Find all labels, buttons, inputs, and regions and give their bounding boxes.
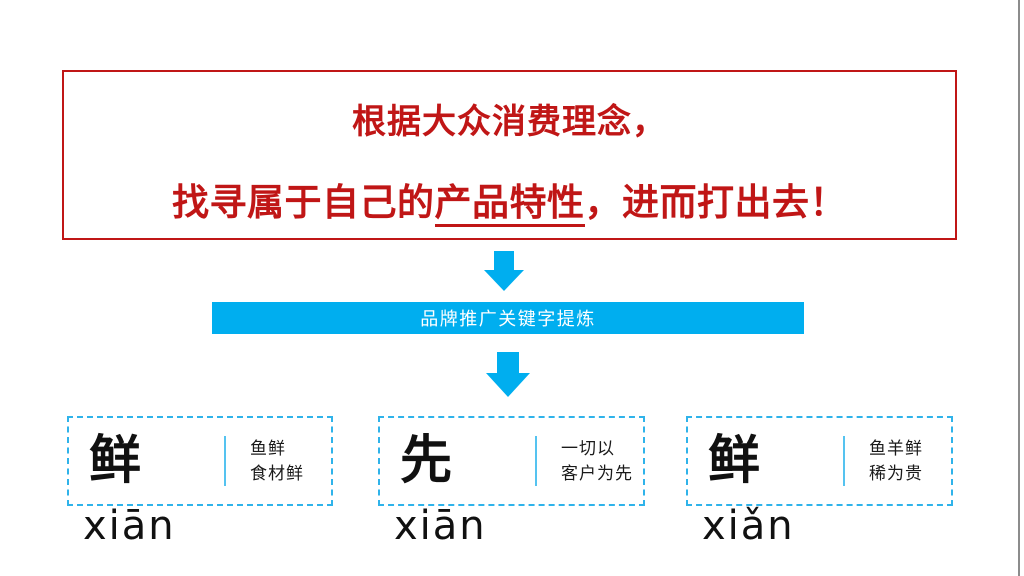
keyword-notes: 一切以 客户为先: [561, 436, 633, 486]
header-box: 根据大众消费理念， 找寻属于自己的产品特性，进而打出去！: [62, 70, 957, 240]
keyword-card-box: 鲜 鱼羊鲜 稀为贵: [686, 416, 953, 506]
keyword-card: 鲜 鱼羊鲜 稀为贵 xiǎn: [686, 416, 953, 548]
slide-right-edge: [1018, 0, 1020, 576]
keyword-character: 鲜: [708, 432, 761, 490]
keyword-card-box: 先 一切以 客户为先: [378, 416, 645, 506]
keyword-pinyin: xiān: [83, 503, 176, 549]
keyword-pinyin: xiǎn: [702, 503, 795, 549]
keyword-note: 一切以: [561, 439, 615, 458]
keyword-note: 稀为贵: [869, 464, 923, 483]
keyword-note: 鱼羊鲜: [869, 439, 923, 458]
header-line2: 找寻属于自己的产品特性，进而打出去！: [64, 182, 955, 227]
keyword-note: 食材鲜: [250, 464, 304, 483]
keyword-character: 鲜: [89, 432, 142, 490]
keyword-note: 鱼鲜: [250, 439, 286, 458]
header-line2-suffix: ，进而打出去！: [584, 182, 847, 223]
header-line1: 根据大众消费理念，: [352, 103, 667, 141]
card-divider-line: [224, 436, 226, 486]
card-divider-line: [535, 436, 537, 486]
keyword-pinyin: xiān: [394, 503, 487, 549]
header-line2-prefix: 找寻属于自己的: [172, 182, 435, 223]
banner-label: 品牌推广关键字提炼: [420, 309, 596, 329]
keyword-card-box: 鲜 鱼鲜 食材鲜: [67, 416, 333, 506]
keyword-note: 客户为先: [561, 464, 633, 483]
header-line2-emphasis: 产品特性: [434, 182, 585, 227]
down-arrow-icon: [486, 352, 530, 402]
card-divider-line: [843, 436, 845, 486]
down-arrow-icon: [484, 251, 524, 296]
keyword-card: 先 一切以 客户为先 xiān: [378, 416, 645, 548]
keyword-card: 鲜 鱼鲜 食材鲜 xiān: [67, 416, 333, 548]
keyword-notes: 鱼鲜 食材鲜: [250, 436, 304, 486]
keyword-character: 先: [400, 432, 453, 490]
keyword-banner: 品牌推广关键字提炼: [212, 302, 804, 334]
keyword-notes: 鱼羊鲜 稀为贵: [869, 436, 923, 486]
